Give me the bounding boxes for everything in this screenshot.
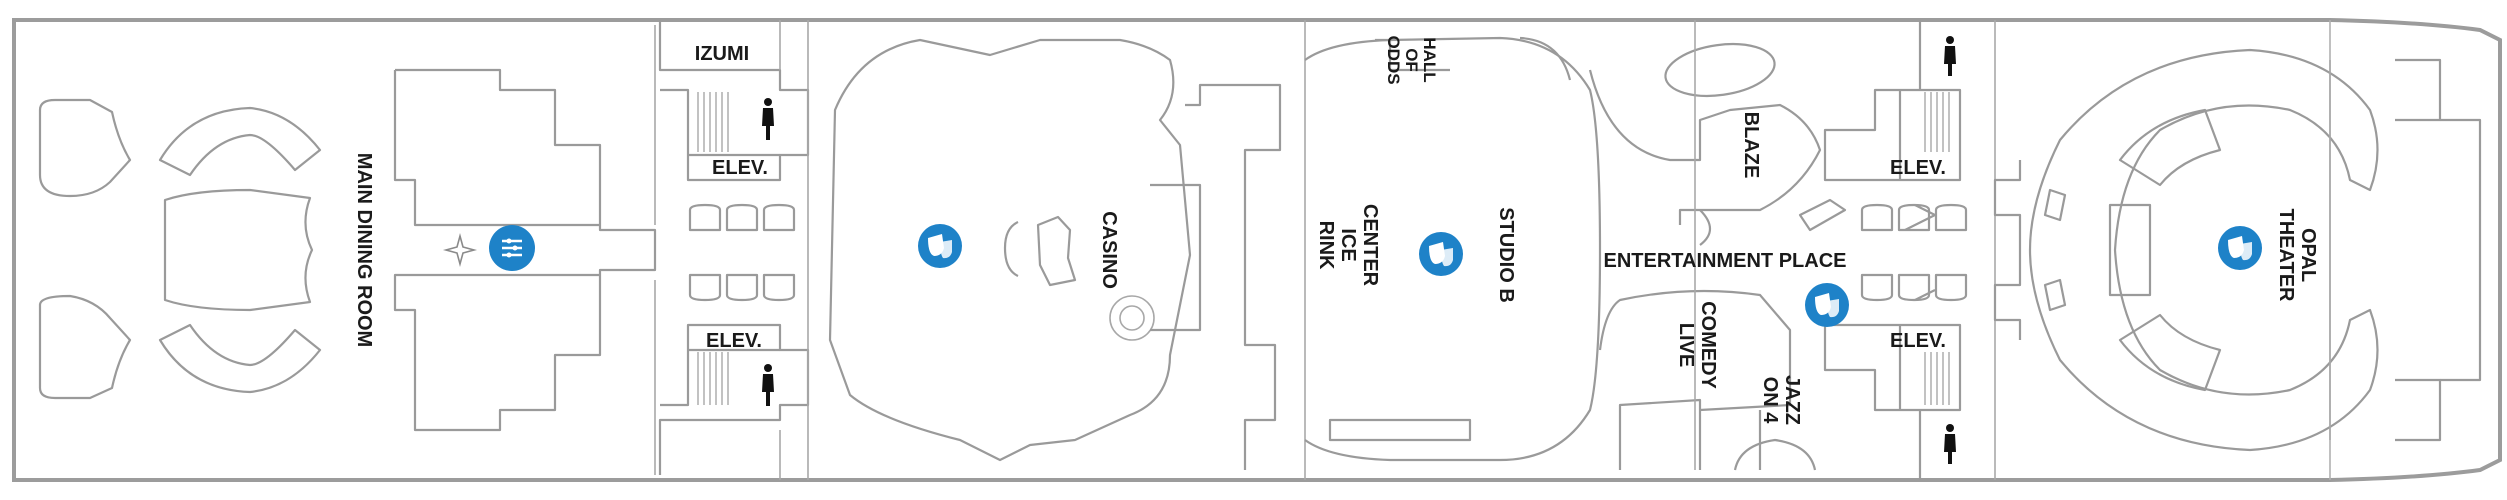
restroom-icon: [1944, 36, 1956, 76]
restroom-icons: [762, 36, 1956, 464]
comedy-live-label-1: COMEDY: [1697, 301, 1719, 389]
main-dining-room-label: MAIN DINING ROOM: [353, 153, 375, 347]
studio-b-area: [1185, 20, 1602, 480]
restroom-icon: [1944, 424, 1956, 464]
casino-area: [828, 38, 1202, 462]
venue-labels: IZUMI MAIN DINING ROOM CASINO HALL OF OD…: [353, 35, 2319, 425]
jazz-on-4-label-2: ON 4: [1759, 377, 1781, 425]
hall-of-odds-label-2: OF: [1402, 48, 1421, 72]
elevator-label-fwd-bottom: ELEV.: [706, 330, 762, 352]
center-ice-rink-label-2: ICE: [1337, 228, 1359, 261]
opal-theater-label-1: OPAL: [2297, 228, 2319, 282]
elevator-label-fwd-top: ELEV.: [712, 157, 768, 179]
entertainment-place-label: ENTERTAINMENT PLACE: [1604, 250, 1847, 272]
dining-icon[interactable]: [489, 225, 535, 271]
entertainment-place-area: [1588, 20, 1822, 471]
blaze-label: BLAZE: [1740, 112, 1762, 179]
entertainment-masks-icon[interactable]: [2218, 226, 2262, 270]
comedy-live-label-2: LIVE: [1675, 323, 1697, 367]
center-ice-rink-label-1: CENTER: [1359, 204, 1381, 287]
jazz-on-4-label-1: JAZZ: [1781, 375, 1803, 425]
hall-of-odds-label-1: HALL: [1420, 37, 1439, 82]
entertainment-masks-icon[interactable]: [1419, 232, 1463, 276]
center-ice-rink-label-3: RINK: [1315, 221, 1337, 270]
izumi-label: IZUMI: [695, 43, 749, 65]
restroom-icon: [762, 364, 774, 406]
elevator-label-aft-bottom: ELEV.: [1890, 330, 1946, 352]
main-dining-room-area: [393, 25, 657, 475]
ship-hull: [12, 18, 2502, 482]
opal-theater-label-2: THEATER: [2275, 209, 2297, 303]
entertainment-masks-icon[interactable]: [1805, 283, 1849, 327]
restroom-icon: [762, 98, 774, 140]
studio-b-label: STUDIO B: [1495, 207, 1517, 303]
casino-label: CASINO: [1098, 211, 1120, 289]
forward-elevator-block: [658, 20, 810, 480]
elevator-label-aft-top: ELEV.: [1890, 157, 1946, 179]
hall-of-odds-label-3: ODDS: [1384, 35, 1403, 84]
aft-elevator-block: [1798, 20, 1968, 480]
star-marker-icon: [442, 232, 478, 268]
entertainment-masks-icon[interactable]: [918, 224, 962, 268]
bow-lounges: [38, 98, 322, 400]
opal-theater-area: [1993, 20, 2482, 480]
